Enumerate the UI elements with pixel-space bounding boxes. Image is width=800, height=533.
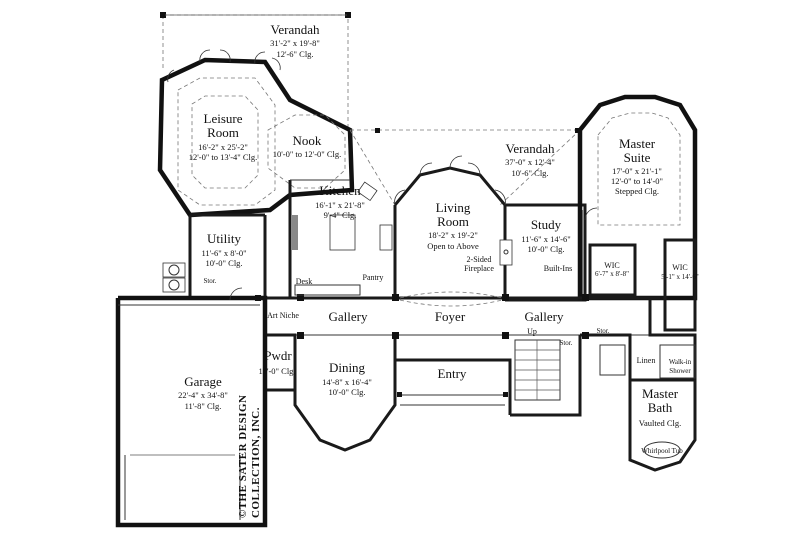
builtins-label: Built-Ins bbox=[544, 264, 572, 273]
living-ceiling: Open to Above bbox=[427, 241, 479, 251]
verandah-right-name: Verandah bbox=[505, 141, 555, 156]
master-suite-ceiling-2: Stepped Clg. bbox=[615, 186, 659, 196]
leisure-name-1: Leisure bbox=[204, 111, 243, 126]
gallery-right-name: Gallery bbox=[525, 309, 564, 324]
dining-dim: 14'-8" x 16'-4" bbox=[322, 377, 372, 387]
master-suite-dim: 17'-0" x 21'-1" bbox=[612, 166, 662, 176]
master-bath-ceiling: Vaulted Clg. bbox=[639, 418, 682, 428]
study-dim: 11'-6" x 14'-6" bbox=[521, 234, 570, 244]
stairs-up-label: Up bbox=[527, 327, 537, 336]
labels: Verandah 31'-2" x 19'-8" 12'-6" Clg. Lei… bbox=[178, 22, 699, 455]
foyer-name: Foyer bbox=[435, 309, 466, 324]
leisure-doors bbox=[167, 49, 281, 83]
kitchen-dim: 16'-1" x 21'-8" bbox=[315, 200, 365, 210]
utility-stor: Stor. bbox=[203, 277, 216, 285]
pwdr-name: Pwdr bbox=[264, 348, 292, 363]
verandah-right-ceiling: 10'-6" Clg. bbox=[511, 168, 548, 178]
master-suite-name-1: Master bbox=[619, 136, 656, 151]
stairs-stor-label: Stor. bbox=[559, 339, 572, 347]
wic-left-dim: 6'-7" x 8'-8" bbox=[595, 270, 629, 278]
kitchen-ceiling: 9'-4" Clg. bbox=[324, 210, 357, 220]
verandah-top-area bbox=[160, 12, 351, 130]
living-dim: 18'-2" x 19'-2" bbox=[428, 230, 478, 240]
study-name: Study bbox=[531, 217, 562, 232]
dining-ceiling: 10'-0" Clg. bbox=[328, 387, 365, 397]
wic-right-name: WIC bbox=[672, 263, 688, 272]
master-bath-name-2: Bath bbox=[648, 400, 673, 415]
gallery-left-name: Gallery bbox=[329, 309, 368, 324]
leisure-room-walls bbox=[157, 57, 355, 218]
nook-ceiling: 10'-0" to 12'-0" Clg. bbox=[273, 149, 342, 159]
verandah-top-ceiling: 12'-6" Clg. bbox=[276, 49, 313, 59]
leisure-name-2: Room bbox=[207, 125, 239, 140]
art-niche-label: Art Niche bbox=[267, 311, 299, 320]
main-walls bbox=[188, 94, 698, 472]
kitchen-name: Kitchen bbox=[319, 183, 361, 198]
copyright-line-1: ©THE SATER DESIGN bbox=[237, 395, 249, 519]
dining-name: Dining bbox=[329, 360, 366, 375]
leisure-dim: 16'-2" x 25'-2" bbox=[198, 142, 248, 152]
wic-left-name: WIC bbox=[604, 261, 620, 270]
garage-dim: 22'-4" x 34'-8" bbox=[178, 390, 228, 400]
copyright-line-2: COLLECTION, INC. bbox=[250, 407, 262, 518]
garage-walls bbox=[115, 262, 268, 528]
living-name-2: Room bbox=[437, 214, 469, 229]
fireplace-label-2: Fireplace bbox=[464, 264, 494, 273]
desk-label: Desk bbox=[296, 277, 312, 286]
pillars bbox=[255, 294, 589, 397]
utility-ceiling: 10'-0" Clg. bbox=[205, 258, 242, 268]
garage-ceiling: 11'-8" Clg. bbox=[185, 401, 222, 411]
linen-label: Linen bbox=[637, 356, 656, 365]
verandah-right-dim: 37'-0" x 12'-4" bbox=[505, 157, 555, 167]
leisure-ceiling: 12'-0" to 13'-4" Clg. bbox=[189, 152, 258, 162]
walkin-shower-1: Walk-in bbox=[669, 358, 692, 366]
living-name-1: Living bbox=[436, 200, 471, 215]
master-bath-name-1: Master bbox=[642, 386, 679, 401]
copyright-block: ©THE SATER DESIGN COLLECTION, INC. bbox=[237, 395, 262, 519]
verandah-top-name: Verandah bbox=[270, 22, 320, 37]
pantry-label: Pantry bbox=[363, 273, 384, 282]
study-ceiling: 10'-0" Clg. bbox=[527, 244, 564, 254]
nook-walls bbox=[267, 114, 346, 189]
fireplace bbox=[499, 239, 513, 266]
master-suite-name-2: Suite bbox=[624, 150, 651, 165]
living-doors bbox=[229, 155, 598, 301]
nook-name: Nook bbox=[293, 133, 322, 148]
garage-name: Garage bbox=[184, 374, 222, 389]
utility-name: Utility bbox=[207, 231, 241, 246]
utility-dim: 11'-6" x 8'-0" bbox=[201, 248, 246, 258]
gallery-stor-label: Stor. bbox=[596, 327, 609, 335]
wic-right-dim: 5'-1" x 14'-6" bbox=[661, 273, 699, 281]
verandah-top-dim: 31'-2" x 19'-8" bbox=[270, 38, 320, 48]
entry-name: Entry bbox=[438, 366, 467, 381]
master-suite-ceiling-1: 12'-0" to 14'-0" bbox=[611, 176, 663, 186]
walkin-shower-2: Shower bbox=[669, 367, 691, 375]
kitchen-fixtures bbox=[292, 181, 393, 296]
fireplace-label-1: 2-Sided bbox=[467, 255, 492, 264]
whirlpool-label: Whirlpool Tub bbox=[641, 447, 683, 455]
pwdr-ceiling: 10'-0" Clg. bbox=[258, 366, 295, 376]
